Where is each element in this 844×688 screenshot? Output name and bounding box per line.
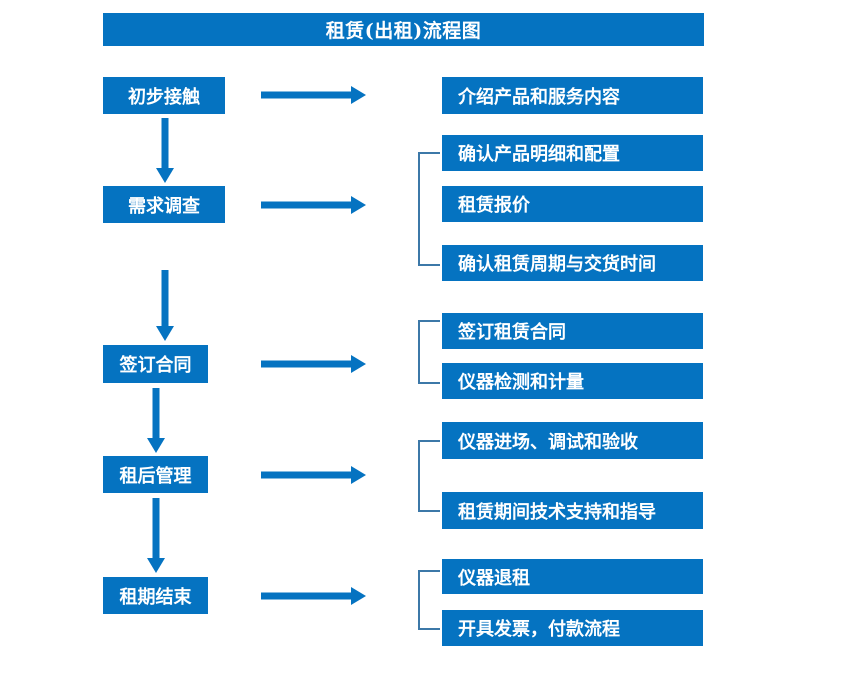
group-bracket-签订合同 xyxy=(418,320,440,384)
vertical-arrow-1 xyxy=(155,118,175,184)
group-bracket-需求调查 xyxy=(418,152,440,266)
group-bracket-租期结束 xyxy=(418,570,440,630)
detail-box-介绍产品和服务内容[interactable]: 介绍产品和服务内容 xyxy=(442,77,703,114)
vertical-arrow-2 xyxy=(155,270,175,342)
chart-title: 租赁(出租)流程图 xyxy=(103,13,704,46)
horizontal-arrow-4 xyxy=(261,465,367,485)
stage-box-签订合同[interactable]: 签订合同 xyxy=(103,345,208,383)
detail-box-租赁报价[interactable]: 租赁报价 xyxy=(442,186,703,222)
vertical-arrow-4 xyxy=(146,498,166,574)
horizontal-arrow-3 xyxy=(261,354,367,374)
stage-box-租后管理[interactable]: 租后管理 xyxy=(103,456,208,493)
detail-box-仪器进场调试和验收[interactable]: 仪器进场、调试和验收 xyxy=(442,422,703,459)
detail-box-确认租赁周期与交货时间[interactable]: 确认租赁周期与交货时间 xyxy=(442,245,703,281)
stage-box-需求调查[interactable]: 需求调查 xyxy=(103,186,225,223)
detail-box-开具发票付款流程[interactable]: 开具发票，付款流程 xyxy=(442,610,703,646)
group-bracket-租后管理 xyxy=(418,440,440,512)
detail-box-租赁期间技术支持和指导[interactable]: 租赁期间技术支持和指导 xyxy=(442,492,703,529)
horizontal-arrow-5 xyxy=(261,586,367,606)
vertical-arrow-3 xyxy=(146,388,166,454)
stage-box-初步接触[interactable]: 初步接触 xyxy=(103,77,225,114)
detail-box-确认产品明细和配置[interactable]: 确认产品明细和配置 xyxy=(442,135,703,171)
detail-box-签订租赁合同[interactable]: 签订租赁合同 xyxy=(442,313,703,349)
stage-box-租期结束[interactable]: 租期结束 xyxy=(103,577,208,614)
horizontal-arrow-1 xyxy=(261,85,367,105)
horizontal-arrow-2 xyxy=(261,195,367,215)
detail-box-仪器检测和计量[interactable]: 仪器检测和计量 xyxy=(442,363,703,399)
detail-box-仪器退租[interactable]: 仪器退租 xyxy=(442,559,703,594)
